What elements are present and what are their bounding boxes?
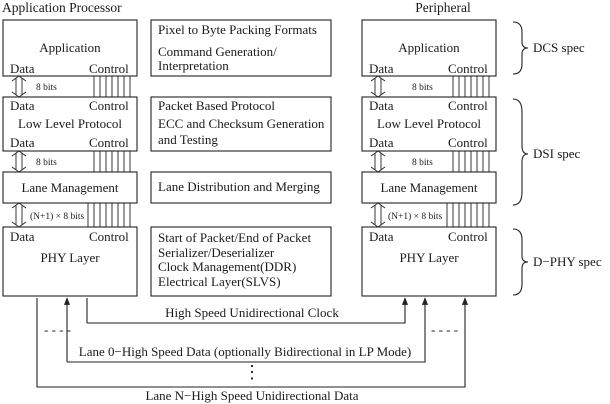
clock-link-label: High Speed Unidirectional Clock — [165, 305, 339, 320]
right-phy-box — [361, 226, 497, 297]
laneN-link-label: Lane N−High Speed Unidirectional Data — [145, 388, 358, 403]
left-llp-control-top: Control — [89, 98, 129, 113]
left-lane-management-box — [2, 171, 138, 204]
lane0-link-label: Lane 0−High Speed Data (optionally Bidir… — [79, 344, 412, 359]
desc-app-line2: Command Generation/ — [158, 44, 277, 59]
desc-phy-box — [150, 226, 332, 297]
desc-app-line3: Interpretation — [158, 58, 229, 73]
desc-phy-line3: Clock Management(DDR) — [158, 259, 296, 274]
desc-phy-line4: Electrical Layer(SLVS) — [158, 274, 281, 289]
left-llp-label: Low Level Protocol — [18, 116, 122, 131]
laneN-link — [36, 297, 469, 388]
dsi-brace — [512, 98, 529, 206]
left-llp-box — [2, 96, 138, 152]
desc-phy-line1: Start of Packet/End of Packet — [158, 230, 311, 245]
left-stack: Application Data Control Data Control Lo… — [2, 19, 138, 297]
left-bus2-label: 8 bits — [36, 158, 57, 168]
dsi-spec-label: DSI spec — [533, 146, 581, 161]
left-data-buses: 8 bits 8 bits (N+1) × 8 bits — [11, 75, 85, 228]
desc-llp-line1: Packet Based Protocol — [158, 98, 275, 113]
right-llp-data-bottom: Data — [369, 135, 394, 150]
middle-descriptions: Pixel to Byte Packing Formats Command Ge… — [150, 19, 332, 297]
right-phy-control-label: Control — [448, 229, 488, 244]
lane0-link — [67, 297, 429, 363]
right-bus2-label: 8 bits — [412, 158, 433, 168]
right-application-box — [361, 19, 497, 77]
left-lane-management-label: Lane Management — [21, 180, 118, 195]
right-bus1-label: 8 bits — [412, 83, 433, 93]
desc-lane-box — [150, 171, 332, 204]
header-peripheral: Peripheral — [415, 0, 471, 15]
right-ellipsis: - - - - — [431, 322, 458, 337]
dcs-brace — [512, 21, 529, 75]
desc-app-line1: Pixel to Byte Packing Formats — [158, 22, 317, 37]
left-app-data-label: Data — [10, 61, 35, 76]
right-phy-label: PHY Layer — [399, 250, 459, 265]
desc-lane-line1: Lane Distribution and Merging — [158, 179, 320, 194]
right-llp-control-bottom: Control — [448, 135, 488, 150]
dcs-spec-label: DCS spec — [533, 40, 585, 55]
clock-link — [87, 297, 409, 324]
left-app-control-label: Control — [89, 61, 129, 76]
right-data-buses: 8 bits 8 bits (N+1) × 8 bits — [370, 75, 443, 228]
right-lane-management-label: Lane Management — [380, 180, 477, 195]
dphy-brace — [512, 228, 529, 296]
right-llp-control-top: Control — [448, 98, 488, 113]
left-bus3-label: (N+1) × 8 bits — [30, 211, 85, 222]
right-lane-management-box — [361, 171, 497, 204]
left-phy-data-label: Data — [10, 229, 35, 244]
desc-llp-line2: ECC and Checksum Generation — [158, 116, 325, 131]
desc-phy-line2: Serializer/Deserializer — [158, 245, 275, 260]
right-application-label: Application — [398, 40, 460, 55]
left-llp-control-bottom: Control — [89, 135, 129, 150]
right-bus3-label: (N+1) × 8 bits — [388, 211, 443, 222]
right-phy-data-label: Data — [369, 229, 394, 244]
header-application-processor: Application Processor — [2, 0, 122, 15]
left-llp-data-bottom: Data — [10, 135, 35, 150]
dphy-spec-label: D−PHY spec — [533, 254, 602, 269]
left-bus1-label: 8 bits — [36, 83, 57, 93]
left-phy-box — [2, 226, 138, 297]
left-application-label: Application — [39, 40, 101, 55]
left-application-box — [2, 19, 138, 77]
right-control-lines — [446, 76, 490, 227]
vertical-ellipsis: ⋮ — [243, 362, 261, 382]
left-ellipsis: - - - - — [44, 322, 71, 337]
spec-braces: DCS spec DSI spec D−PHY spec — [512, 21, 602, 296]
desc-llp-box — [150, 96, 332, 152]
left-llp-data-top: Data — [10, 98, 35, 113]
right-stack: Application Data Control Data Control Lo… — [361, 19, 497, 297]
left-phy-label: PHY Layer — [40, 250, 100, 265]
desc-llp-line3: and Testing — [158, 132, 218, 147]
right-llp-box — [361, 96, 497, 152]
left-phy-control-label: Control — [89, 229, 129, 244]
left-control-lines — [87, 76, 131, 227]
right-app-data-label: Data — [369, 61, 394, 76]
phy-links: High Speed Unidirectional Clock Lane 0−H… — [36, 297, 469, 403]
right-llp-label: Low Level Protocol — [377, 116, 481, 131]
right-app-control-label: Control — [448, 61, 488, 76]
right-llp-data-top: Data — [369, 98, 394, 113]
desc-app-box — [150, 19, 332, 77]
